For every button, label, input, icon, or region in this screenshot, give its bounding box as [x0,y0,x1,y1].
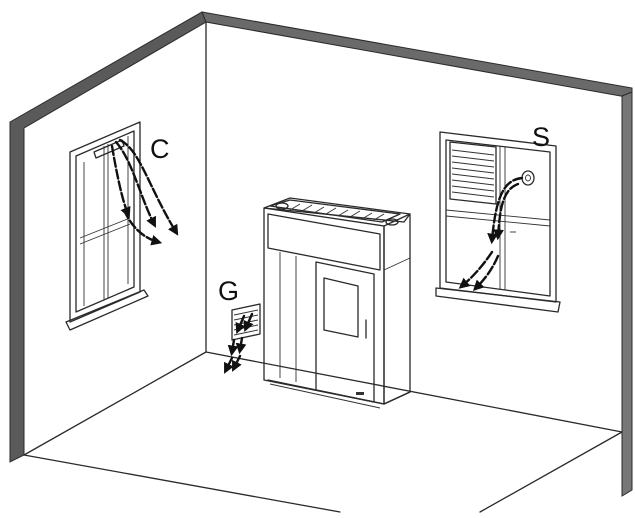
wall-grille [231,303,261,341]
right-wall-thick-edge [201,11,633,99]
left-window [65,121,149,331]
right-window [435,131,561,313]
stove-top-grille [289,203,385,221]
label-c: C [150,134,170,164]
label-s: S [532,122,550,152]
floor-front-left [23,454,341,513]
floor-front-right [479,431,623,513]
room [9,11,633,513]
right-wall-end-edge [621,91,633,497]
window-vent-grille [449,141,497,205]
floor-left-edge [23,351,207,456]
floor-right-edge [205,351,623,433]
pellet-stove [263,197,411,409]
airflow-arrows-s [458,176,524,292]
airflow-arrows-c [110,138,179,246]
label-g: G [218,276,239,306]
airflow-arrows-g [224,312,254,374]
